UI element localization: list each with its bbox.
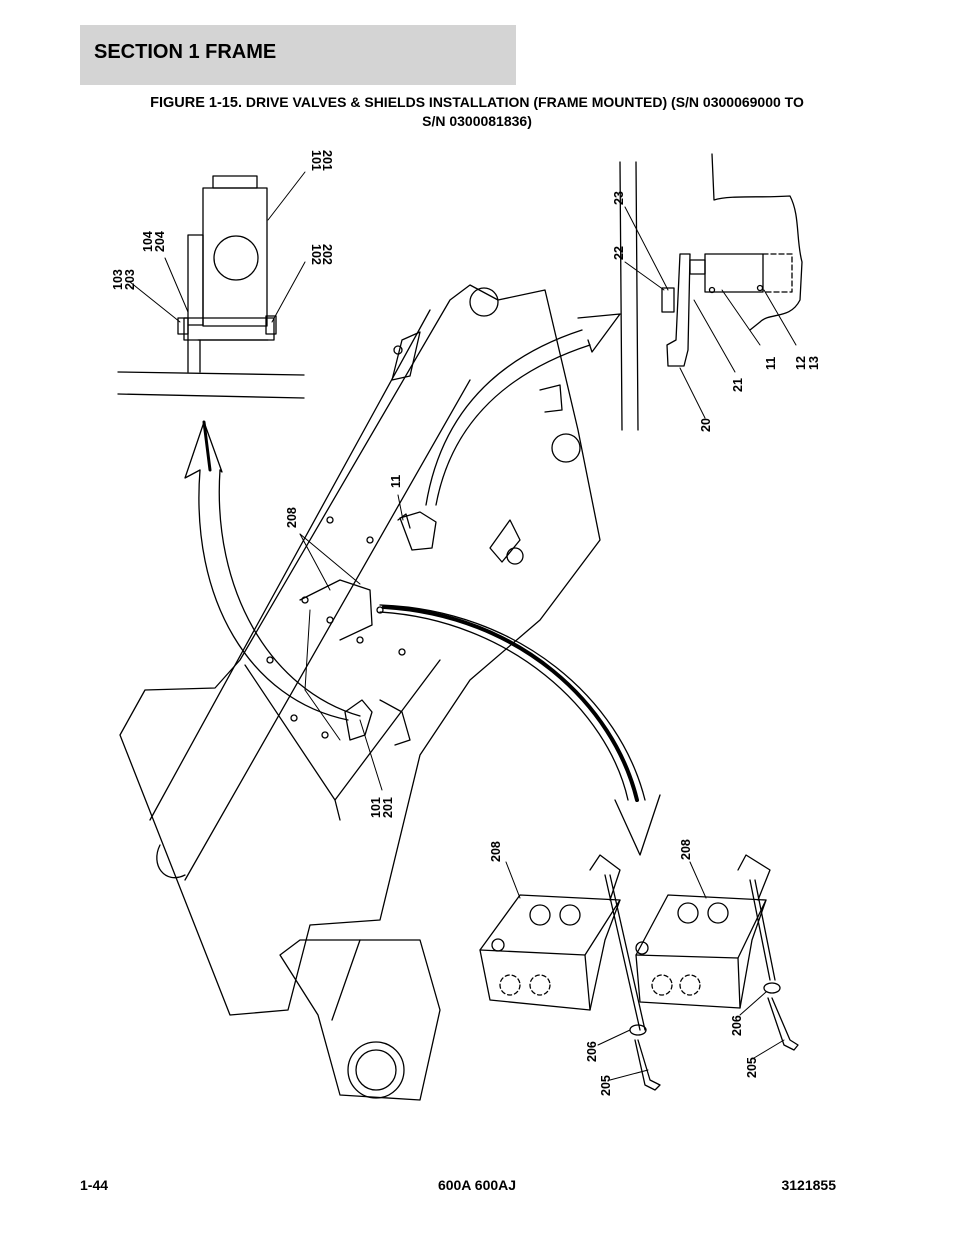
callout-208-right: 208 [679, 839, 693, 860]
figure-title-line2: S/N 0300081836) [422, 113, 532, 129]
callout-101-top: 101 [309, 150, 323, 171]
section-header-box: SECTION 1 FRAME [80, 25, 516, 85]
curved-arrows [184, 313, 661, 856]
callout-203: 203 [123, 269, 137, 290]
callout-201-top: 201 [320, 150, 334, 171]
callout-205-right: 205 [745, 1057, 759, 1078]
callout-20: 20 [699, 418, 713, 432]
callout-103: 103 [111, 269, 125, 290]
callout-206-left: 206 [585, 1041, 599, 1062]
callout-11-detail: 11 [764, 357, 778, 370]
callout-21: 21 [731, 378, 745, 392]
callout-13: 13 [807, 356, 821, 370]
callout-12: 12 [794, 356, 808, 370]
callout-102: 102 [309, 244, 323, 265]
figure-caption: FIGURE 1-15. DRIVE VALVES & SHIELDS INST… [80, 93, 874, 130]
frame-assembly [119, 284, 601, 1101]
callout-204: 204 [153, 231, 167, 252]
section-title: SECTION 1 FRAME [94, 41, 277, 63]
callout-206-right: 206 [730, 1015, 744, 1036]
callout-201-main: 201 [381, 797, 395, 818]
footer-doc-number: 3121855 [781, 1177, 836, 1193]
callout-208-left: 208 [489, 841, 503, 862]
callout-11-main: 11 [389, 475, 403, 488]
figure-title-line1: DRIVE VALVES & SHIELDS INSTALLATION (FRA… [245, 94, 804, 110]
callout-208-main: 208 [285, 507, 299, 528]
leader-lines [129, 171, 797, 1081]
callout-101-main: 101 [369, 797, 383, 818]
figure-number: FIGURE 1-15. [150, 95, 242, 111]
callout-23: 23 [612, 191, 626, 205]
callout-labels: 101 201 104 204 103 203 102 202 23 22 21… [111, 150, 821, 1096]
valve-detail-top-left [117, 175, 305, 399]
switch-detail-top-right [619, 153, 803, 431]
callout-205-left: 205 [599, 1075, 613, 1096]
valve-blocks-detail [479, 854, 799, 1091]
callout-22: 22 [612, 246, 626, 260]
footer-model: 600A 600AJ [437, 1177, 517, 1193]
callout-202: 202 [320, 244, 334, 265]
callout-104: 104 [141, 231, 155, 252]
footer-page-number: 1-44 [80, 1177, 109, 1193]
